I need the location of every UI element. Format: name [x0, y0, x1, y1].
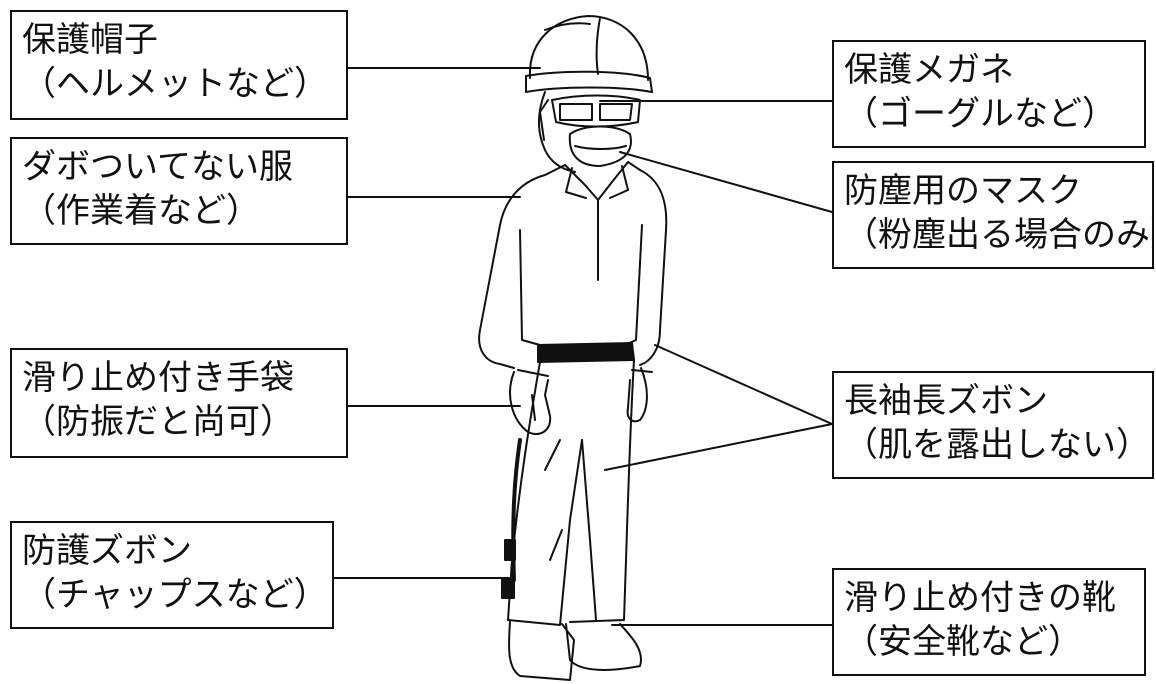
label-sleeves-line1: 長袖長ズボン: [844, 381, 1048, 421]
label-clothes-line2: （作業着など）: [22, 191, 260, 231]
shirt-drawing: [478, 161, 668, 369]
label-gloves-line2: （防振だと尚可）: [22, 402, 294, 442]
label-clothes-line1: ダボついてない服: [22, 147, 293, 187]
helmet-drawing: [525, 15, 653, 93]
label-mask-line2: （粉塵出る場合のみ）: [844, 215, 1154, 255]
label-helmet-line2: （ヘルメットなど）: [22, 64, 328, 104]
label-sleeves: 長袖長ズボン （肌を露出しない）: [832, 371, 1154, 479]
label-helmet: 保護帽子 （ヘルメットなど）: [10, 10, 348, 120]
label-goggles-line2: （ゴーグルなど）: [844, 94, 1116, 134]
label-chaps: 防護ズボン （チャップスなど）: [10, 521, 334, 629]
leader-mask: [619, 151, 833, 213]
label-goggles-line1: 保護メガネ: [844, 50, 1014, 90]
leader-sleeves-leg: [604, 423, 833, 471]
label-mask-line1: 防塵用のマスク: [844, 171, 1082, 211]
boots-drawing: [508, 621, 642, 681]
trousers-drawing: [501, 359, 635, 626]
label-chaps-line1: 防護ズボン: [22, 531, 192, 571]
label-boots-line2: （安全靴など）: [844, 622, 1082, 662]
label-gloves-line1: 滑り止め付き手袋: [22, 358, 294, 398]
label-boots-line1: 滑り止め付きの靴: [844, 578, 1116, 618]
label-chaps-line2: （チャップスなど）: [22, 575, 328, 615]
head-drawing: [538, 91, 641, 173]
label-sleeves-line2: （肌を露出しない）: [844, 425, 1150, 465]
leader-lines: [332, 67, 833, 626]
label-gloves: 滑り止め付き手袋 （防振だと尚可）: [10, 348, 348, 458]
label-goggles: 保護メガネ （ゴーグルなど）: [832, 40, 1146, 148]
label-boots: 滑り止め付きの靴 （安全靴など）: [832, 568, 1146, 676]
leader-sleeves-arm: [654, 344, 833, 425]
mask-drawing: [568, 125, 632, 167]
label-mask: 防塵用のマスク （粉塵出る場合のみ）: [832, 161, 1154, 269]
label-clothes: ダボついてない服 （作業着など）: [10, 137, 348, 245]
label-helmet-line1: 保護帽子: [22, 20, 158, 60]
belt-drawing: [537, 342, 635, 363]
